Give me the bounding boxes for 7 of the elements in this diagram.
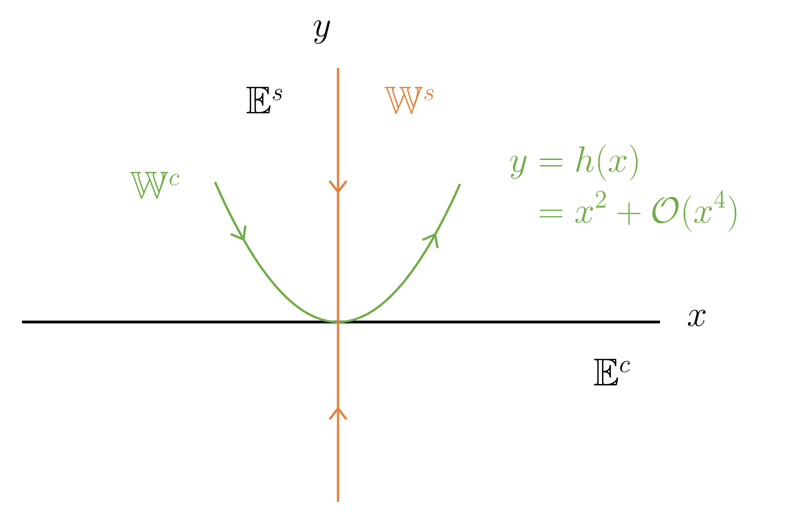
axis-label: $x$ — [688, 310, 706, 326]
axis-label: $y$ — [314, 20, 330, 44]
manifold-label: $\mathbb{W}^s$ — [384, 86, 434, 114]
manifold-label: $\mathbb{W}^c$ — [130, 172, 180, 200]
manifold-label: $\mathbb{E}^c$ — [594, 358, 630, 386]
equation: $\begin{aligned} y &= h(x)\\ &= x^2+\mathcal{O}(x^4)\end{aligned}$ — [510, 144, 736, 232]
manifold-label: $\mathbb{E}^s$ — [246, 86, 282, 114]
